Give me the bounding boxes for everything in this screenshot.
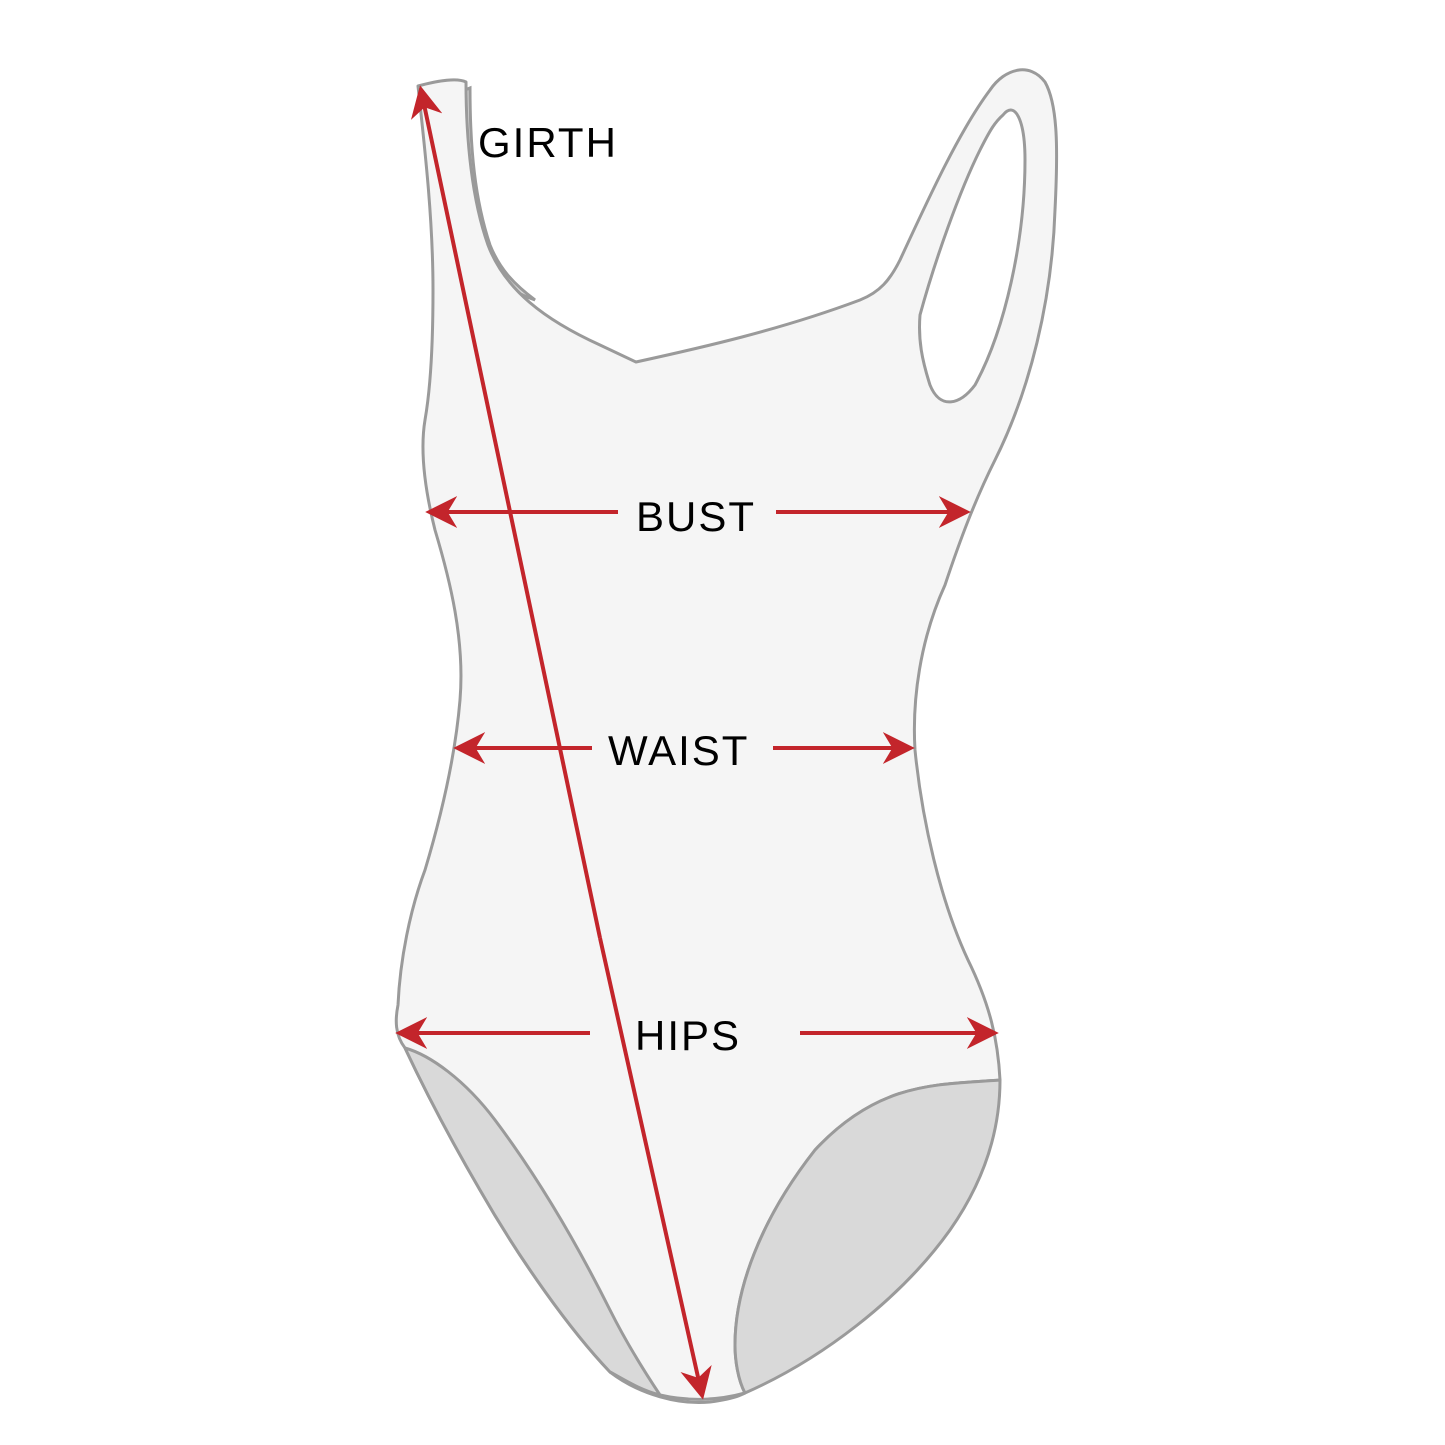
bust-label: BUST bbox=[636, 493, 756, 540]
hips-label: HIPS bbox=[635, 1012, 741, 1059]
waist-label: WAIST bbox=[608, 727, 749, 774]
armhole-cutout bbox=[918, 108, 1027, 404]
crotch-edge bbox=[609, 1370, 746, 1404]
right-leg-opening bbox=[733, 1078, 1002, 1395]
girth-arrow-lower bbox=[598, 937, 712, 1400]
left-leg-opening bbox=[403, 1046, 662, 1397]
girth-label: GIRTH bbox=[478, 119, 618, 166]
